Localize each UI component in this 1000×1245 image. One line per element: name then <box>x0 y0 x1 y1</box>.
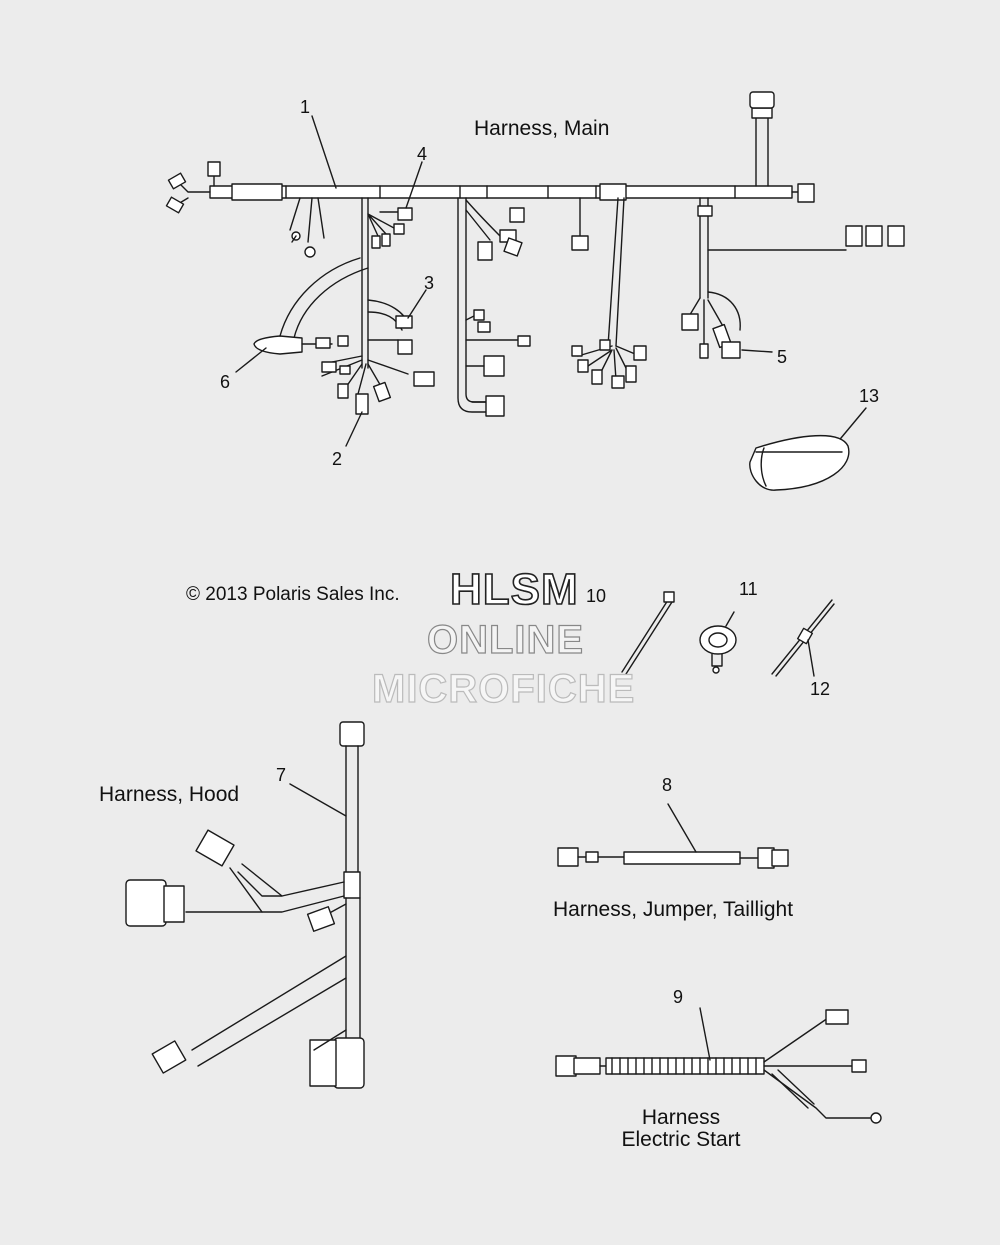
harness-clip-part <box>699 611 737 674</box>
foam-sleeve-part <box>749 434 850 491</box>
push-mount-tie-part <box>771 599 835 677</box>
main-harness-trunk <box>165 91 815 214</box>
callout-7: 7 <box>276 765 287 785</box>
jumper-taillight-harness <box>557 803 789 869</box>
callout-10: 10 <box>586 586 607 606</box>
callout-2: 2 <box>332 449 343 469</box>
callout-6: 6 <box>220 372 231 392</box>
callout-5: 5 <box>777 347 788 367</box>
callout-8: 8 <box>662 775 673 795</box>
title-harness-jumper-taillight: Harness, Jumper, Taillight <box>553 898 794 921</box>
title-harness-hood: Harness, Hood <box>99 783 240 806</box>
cable-tie-part <box>621 591 675 675</box>
copyright-text: © 2013 Polaris Sales Inc. <box>186 584 400 605</box>
main-harness-left-branches <box>253 197 369 355</box>
callout-1: 1 <box>300 97 311 117</box>
title-harness-electric-start: Harness Electric Start <box>616 1107 746 1151</box>
callout-13: 13 <box>859 386 880 406</box>
main-harness-center-branch <box>321 197 435 415</box>
callout-9: 9 <box>673 987 684 1007</box>
title-harness-main: Harness, Main <box>474 117 610 140</box>
callout-12: 12 <box>810 679 831 699</box>
main-harness-u-branch <box>457 197 531 417</box>
title-harness-electric-start-line2: Electric Start <box>621 1128 741 1151</box>
main-harness-right-branches <box>571 197 905 389</box>
hood-harness <box>125 721 365 1089</box>
callout-3: 3 <box>424 273 435 293</box>
callout-4: 4 <box>417 144 428 164</box>
callout-11: 11 <box>739 579 758 599</box>
watermark-line2: ONLINE <box>426 618 585 662</box>
title-harness-electric-start-line1: Harness <box>641 1106 721 1129</box>
main-leader-lines <box>235 115 867 447</box>
electric-start-harness <box>555 1007 882 1124</box>
watermark-line1: HLSM <box>449 565 579 614</box>
watermark-line3: MICROFICHE <box>371 667 636 711</box>
